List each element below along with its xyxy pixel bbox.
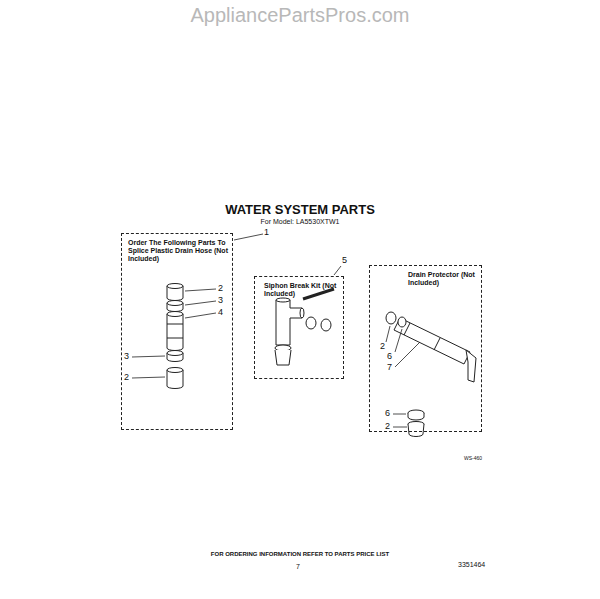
group-heading: Drain Protector (Not Included) [408, 271, 478, 287]
drawing-code: WS-460 [464, 456, 482, 461]
dashed-group-box: Siphon Break Kit (Not Included) [254, 276, 344, 379]
siphon-break-parts [275, 350, 291, 365]
leader-lines [185, 313, 216, 318]
callout-number: 7 [387, 363, 392, 372]
leader-lines [234, 234, 263, 240]
drain-protector-parts [466, 350, 476, 382]
siphon-break-parts [303, 289, 334, 299]
splice-parts [167, 284, 183, 389]
drain-protector-parts [408, 413, 424, 420]
leader-lines [185, 289, 216, 291]
model-subtitle: For Model: LA5530XTW1 [261, 218, 340, 225]
document-number: 3351464 [458, 561, 485, 568]
callout-number: 6 [385, 409, 390, 418]
callout-number: 6 [387, 352, 392, 361]
footer-note: FOR ORDERING INFORMATION REFER TO PARTS … [211, 551, 389, 557]
callout-number: 2 [380, 342, 385, 351]
splice-parts [167, 338, 183, 339]
drain-protector-parts [398, 317, 406, 327]
splice-parts [167, 284, 183, 289]
siphon-break-parts [275, 289, 334, 365]
siphon-break-parts [321, 319, 331, 331]
callout-number: 3 [124, 352, 129, 361]
group-heading: Siphon Break Kit (Not Included) [264, 282, 338, 298]
drain-protector-parts [434, 338, 440, 350]
siphon-break-parts [306, 317, 316, 329]
callout-number: 4 [218, 308, 223, 317]
siphon-break-parts [276, 300, 302, 345]
leader-lines [395, 342, 420, 367]
page-number: 7 [296, 563, 300, 570]
group-heading: Order The Following Parts To Splice Plas… [128, 239, 228, 263]
callout-number: 2 [385, 422, 390, 431]
leader-lines [393, 414, 406, 415]
leader-lines [185, 301, 216, 305]
watermark: AppliancePartsPros.com [191, 5, 410, 25]
callout-number: 5 [342, 256, 347, 265]
siphon-break-parts [300, 308, 304, 318]
diagram-title: WATER SYSTEM PARTS [225, 203, 375, 216]
callout-number: 1 [264, 228, 269, 237]
siphon-break-parts [276, 298, 290, 302]
leader-lines [334, 266, 341, 275]
splice-parts [167, 324, 183, 325]
callout-number: 2 [124, 373, 129, 382]
splice-parts [167, 314, 183, 351]
splice-parts [167, 351, 183, 356]
callout-number: 3 [218, 296, 223, 305]
leader-lines [132, 234, 420, 427]
splice-parts [167, 312, 183, 317]
dashed-group-box: Drain Protector (Not Included) [369, 265, 482, 432]
leader-lines [132, 377, 165, 378]
splice-parts [167, 301, 183, 306]
splice-parts [167, 368, 183, 373]
callout-number: 2 [218, 284, 223, 293]
leader-lines [395, 329, 402, 352]
dashed-group-box: Order The Following Parts To Splice Plas… [121, 233, 233, 430]
leader-lines [132, 356, 165, 357]
drain-protector-parts [386, 312, 476, 437]
leader-lines [393, 427, 407, 428]
drain-protector-parts [408, 424, 424, 437]
leader-lines [386, 326, 390, 342]
drain-protector-parts [386, 312, 396, 324]
